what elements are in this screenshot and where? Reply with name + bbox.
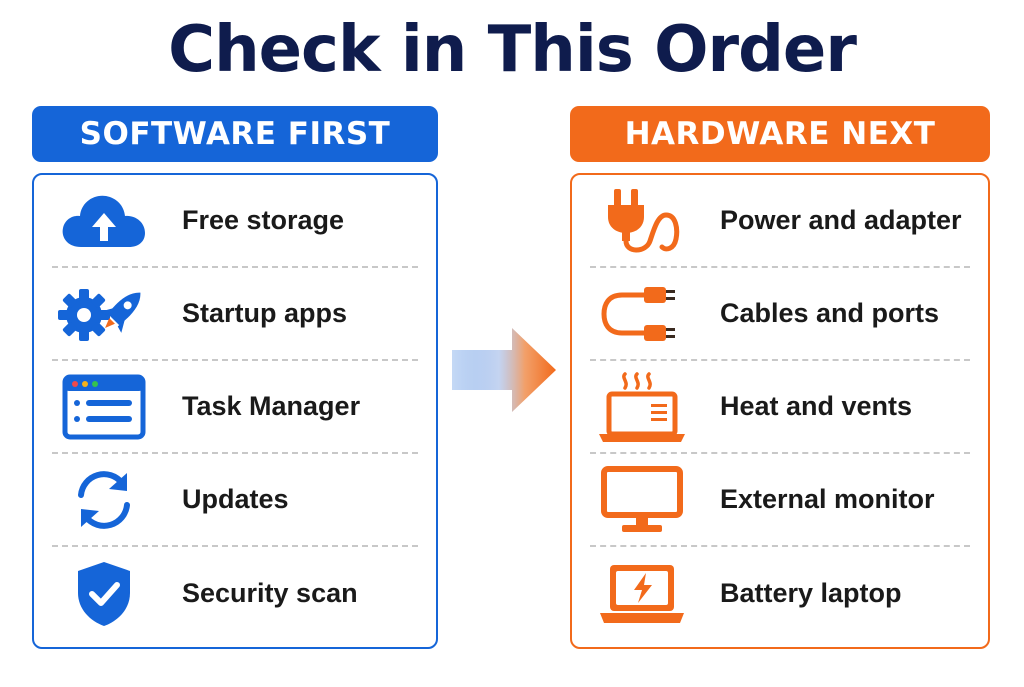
item-label: Heat and vents (720, 391, 913, 421)
software-header: SOFTWARE FIRST (32, 106, 438, 162)
gear-rocket-icon (56, 278, 152, 350)
hardware-header-label: HARDWARE NEXT (624, 116, 936, 152)
software-panel: Free storage (32, 173, 438, 649)
list-item: Free storage (52, 175, 418, 268)
arrow-right-icon (452, 328, 556, 412)
battery-laptop-icon (594, 558, 690, 630)
item-label: Task Manager (182, 391, 361, 421)
cable-icon (594, 278, 690, 350)
task-window-icon (56, 371, 152, 443)
item-label: External monitor (720, 484, 935, 514)
monitor-icon (594, 464, 690, 536)
plug-icon (594, 185, 690, 257)
list-item: Power and adapter (590, 175, 970, 268)
item-label: Power and adapter (720, 205, 962, 235)
list-item: Updates (52, 454, 418, 547)
page-title: Check in This Order (168, 13, 857, 87)
hardware-header: HARDWARE NEXT (570, 106, 990, 162)
hardware-panel: Power and adapter Cables and ports (570, 173, 990, 649)
list-item: Battery laptop (590, 547, 970, 640)
list-item: Task Manager (52, 361, 418, 454)
list-item: External monitor (590, 454, 970, 547)
cloud-upload-icon (56, 185, 152, 257)
item-label: Startup apps (182, 298, 348, 328)
list-item: Security scan (52, 547, 418, 640)
shield-check-icon (56, 558, 152, 630)
item-label: Cables and ports (720, 298, 940, 328)
list-item: Heat and vents (590, 361, 970, 454)
list-item: Startup apps (52, 268, 418, 361)
item-label: Updates (182, 484, 289, 514)
item-label: Free storage (182, 205, 345, 235)
item-label: Battery laptop (720, 578, 902, 608)
refresh-icon (56, 464, 152, 536)
item-label: Security scan (182, 578, 358, 608)
list-item: Cables and ports (590, 268, 970, 361)
hot-laptop-icon (594, 371, 690, 443)
software-header-label: SOFTWARE FIRST (79, 116, 391, 152)
